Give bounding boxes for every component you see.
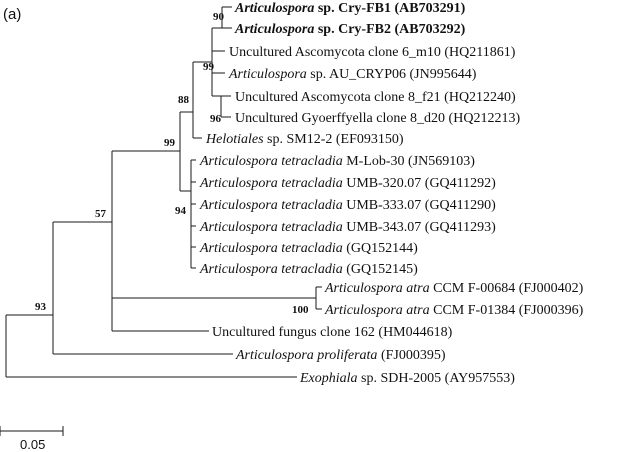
taxon-text-part: Articulospora tetracladia	[199, 154, 343, 169]
tree-branches	[5, 6, 322, 378]
taxon-label-cry-fb2: Articulospora sp. Cry-FB2 (AB703292)	[234, 22, 466, 37]
bootstrap-57: 57	[95, 208, 107, 220]
taxon-label-ascomycota-6m10: Uncultured Ascomycota clone 6_m10 (HQ211…	[229, 45, 516, 60]
taxon-label-tetracladia-umb343: Articulospora tetracladia UMB-343.07 (GQ…	[199, 220, 496, 235]
taxon-label-cry-fb1: Articulospora sp. Cry-FB1 (AB703291)	[234, 1, 466, 16]
panel-label: (a)	[3, 6, 21, 23]
taxon-text-part: Uncultured Gyoerffyella clone 8_d20 (HQ2…	[235, 111, 520, 126]
taxon-text-part: Articulospora tetracladia	[199, 176, 343, 191]
taxon-text-part: Articulospora	[234, 1, 314, 16]
taxon-label-au-cryp06: Articulospora sp. AU_CRYP06 (JN995644)	[228, 67, 477, 82]
scale-bar-label: 0.05	[20, 437, 45, 452]
taxon-text-part: CCM F-00684 (FJ000402)	[430, 281, 584, 296]
taxon-text-part: Articulospora	[234, 22, 314, 37]
taxon-text-part: Articulospora atra	[324, 303, 430, 318]
bootstrap-90: 90	[213, 11, 225, 23]
taxon-text-part: Uncultured Ascomycota clone 6_m10 (HQ211…	[229, 45, 516, 60]
taxon-label-tetracladia-gq152145: Articulospora tetracladia (GQ152145)	[199, 262, 418, 277]
taxon-text-part: sp. SDH-2005 (AY957553)	[358, 371, 516, 386]
bootstrap-93: 93	[35, 301, 47, 313]
bootstrap-99-upper: 99	[203, 61, 215, 73]
taxon-text-part: sp. SM12-2 (EF093150)	[264, 132, 404, 147]
bootstrap-values: 90 99 96 88 99 94 57 100 93	[35, 11, 309, 316]
taxon-text-part: Articulospora atra	[324, 281, 430, 296]
taxon-label-tetracladia-gq152144: Articulospora tetracladia (GQ152144)	[199, 241, 418, 256]
taxon-label-tetracladia-umb333: Articulospora tetracladia UMB-333.07 (GQ…	[199, 198, 496, 213]
taxon-text-part: Articulospora tetracladia	[199, 262, 343, 277]
taxon-text-part: Articulospora tetracladia	[199, 220, 343, 235]
taxon-label-tetracladia-mlob30: Articulospora tetracladia M-Lob-30 (JN56…	[199, 154, 475, 169]
taxon-labels: Articulospora sp. Cry-FB1 (AB703291) Art…	[199, 1, 584, 386]
taxon-label-proliferata: Articulospora proliferata (FJ000395)	[235, 348, 446, 363]
taxon-text-part: (FJ000395)	[377, 348, 445, 363]
taxon-label-exophiala: Exophiala sp. SDH-2005 (AY957553)	[299, 371, 515, 386]
bootstrap-94: 94	[175, 205, 187, 217]
taxon-text-part: Articulospora proliferata	[235, 348, 377, 363]
taxon-text-part: Articulospora tetracladia	[199, 198, 343, 213]
taxon-text-part: CCM F-01384 (FJ000396)	[430, 303, 584, 318]
taxon-text-part: sp. Cry-FB2 (AB703292)	[314, 22, 465, 37]
taxon-text-part: UMB-343.07 (GQ411293)	[343, 220, 496, 235]
bootstrap-99-inner: 99	[164, 137, 176, 149]
taxon-label-gyoerffyella-8d20: Uncultured Gyoerffyella clone 8_d20 (HQ2…	[235, 111, 520, 126]
taxon-text-part: (GQ152144)	[343, 241, 418, 256]
taxon-label-fungus-162: Uncultured fungus clone 162 (HM044618)	[212, 325, 453, 340]
taxon-text-part: Articulospora tetracladia	[199, 241, 343, 256]
bootstrap-96: 96	[210, 113, 222, 125]
taxon-text-part: sp. Cry-FB1 (AB703291)	[314, 1, 465, 16]
taxon-text-part: UMB-333.07 (GQ411290)	[343, 198, 496, 213]
taxon-text-part: Articulospora	[228, 67, 307, 82]
taxon-label-atra-f01384: Articulospora atra CCM F-01384 (FJ000396…	[324, 303, 584, 318]
taxon-text-part: sp. AU_CRYP06 (JN995644)	[307, 67, 477, 82]
scale-bar: 0.05	[0, 426, 64, 452]
bootstrap-100: 100	[292, 304, 309, 316]
taxon-text-part: Helotiales	[205, 132, 264, 147]
taxon-label-helotiales: Helotiales sp. SM12-2 (EF093150)	[205, 132, 404, 147]
taxon-label-atra-f00684: Articulospora atra CCM F-00684 (FJ000402…	[324, 281, 584, 296]
taxon-label-ascomycota-8f21: Uncultured Ascomycota clone 8_f21 (HQ212…	[235, 90, 516, 105]
taxon-text-part: UMB-320.07 (GQ411292)	[343, 176, 496, 191]
taxon-text-part: Uncultured Ascomycota clone 8_f21 (HQ212…	[235, 90, 516, 105]
taxon-text-part: (GQ152145)	[343, 262, 418, 277]
taxon-text-part: M-Lob-30 (JN569103)	[343, 154, 476, 169]
taxon-label-tetracladia-umb320: Articulospora tetracladia UMB-320.07 (GQ…	[199, 176, 496, 191]
bootstrap-88: 88	[178, 94, 190, 106]
taxon-text-part: Uncultured fungus clone 162 (HM044618)	[212, 325, 453, 340]
taxon-text-part: Exophiala	[299, 371, 358, 386]
